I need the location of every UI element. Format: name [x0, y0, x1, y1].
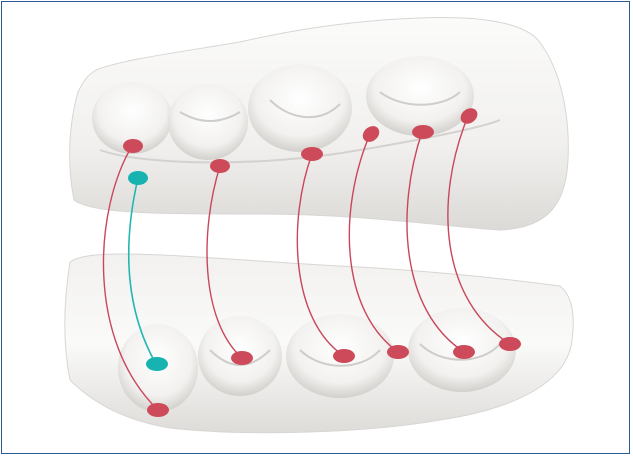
lower-marker-1 [147, 403, 169, 417]
lower-marker-4 [387, 345, 409, 359]
upper-marker-2 [210, 159, 230, 173]
upper-tooth-2 [168, 84, 248, 160]
lower-marker-teal [146, 357, 168, 371]
lower-marker-6 [499, 337, 521, 351]
upper-marker-5 [412, 125, 434, 139]
lower-marker-3 [333, 349, 355, 363]
upper-dental-cast [70, 18, 569, 230]
upper-marker-3 [301, 147, 323, 161]
lower-dental-cast [65, 254, 574, 433]
upper-tooth-4 [366, 56, 474, 136]
lower-marker-2 [231, 351, 253, 365]
lower-marker-5 [453, 345, 475, 359]
upper-marker-1 [123, 139, 143, 153]
upper-marker-teal [128, 171, 148, 185]
